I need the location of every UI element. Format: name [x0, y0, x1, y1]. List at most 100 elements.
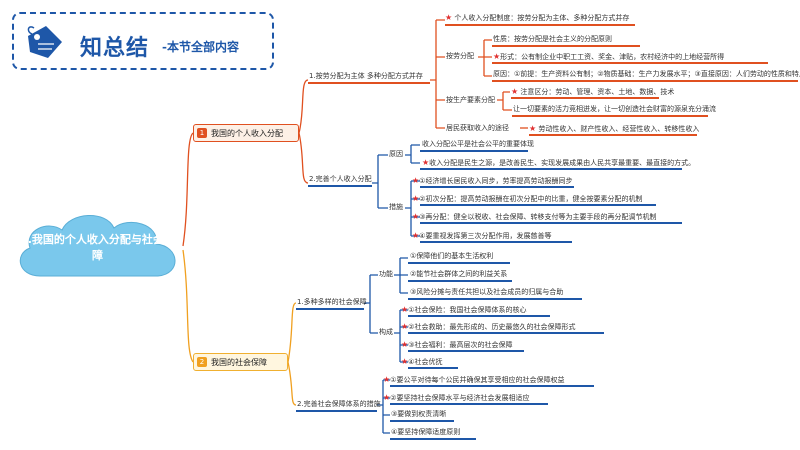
reason-b-row: ★收入分配是民生之源，是改善民生、实现发展成果由人民共享最重要、最直接的方式。 [422, 158, 695, 168]
measure-4-row: ★④要重视发挥第三次分配作用，发展慈善等 [412, 231, 551, 241]
node-number-badge: 2 [197, 357, 207, 367]
basic-system-text: 个人收入分配制度：按劳分配为主体、多种分配方式并存 [454, 14, 630, 22]
measure-3-text: ③再分配：健全以税收、社会保障、转移支付等为主要手段的再分配调节机制 [419, 213, 657, 221]
star-icon: ★ [401, 357, 409, 366]
underline [408, 315, 550, 317]
underline [408, 298, 582, 300]
security-section-1: 1.多种多样的社会保障 [297, 298, 367, 306]
node-number-badge: 1 [197, 128, 207, 138]
composition-1-row: ★①社会保险：我国社会保障体系的核心 [401, 305, 526, 315]
underline [390, 403, 548, 405]
underline [390, 385, 594, 387]
composition-4-row: ★④社会优抚 [401, 357, 442, 367]
by-labor-label: 按劳分配 [446, 52, 474, 60]
principle-2-row: ★②要坚持社会保障水平与经济社会发展相适应 [383, 393, 529, 403]
factors-aim-text: 让一切要素的活力竞相迸发，让一切创造社会财富的源泉充分涌流 [513, 105, 716, 113]
measure-2-text: ②初次分配：提高劳动报酬在初次分配中的比重，健全按要素分配的机制 [419, 195, 643, 203]
reason-b-text: 收入分配是民生之源，是改善民生、实现发展成果由人民共享最重要、最直接的方式。 [429, 159, 696, 167]
measure-2-row: ★②初次分配：提高劳动报酬在初次分配中的比重，健全按要素分配的机制 [412, 194, 642, 204]
form-text: 形式：公有制企业中职工工资、奖金、津贴，农村经济中的上地经营所得 [500, 53, 725, 61]
legal-income-row: ★ 劳动性收入、财产性收入、经营性收入、转移性收入 [529, 124, 699, 134]
underline [408, 332, 604, 334]
underline [390, 420, 454, 422]
underline [420, 150, 528, 152]
central-cloud [19, 215, 176, 277]
underline [420, 241, 572, 243]
measure-1-text: ①经济增长居民收入同步，劳率提高劳动报酬同步 [419, 177, 573, 185]
composition-1-text: ①社会保险：我国社会保障体系的核心 [408, 306, 527, 314]
legal-income-items: 劳动性收入、财产性收入、经营性收入、转移性收入 [538, 125, 700, 133]
function-2-text: ②能节社会群体之间的利益关系 [410, 270, 508, 278]
header-title: 知总结 [80, 35, 150, 61]
reason-a-text: 收入分配公平是社会公平的重要体现 [422, 140, 534, 148]
security-section-2: 2.完善社会保障体系的措施 [297, 400, 381, 408]
factors-note-text: 注意区分：劳动、管理、资本、土地、数据、技术 [520, 88, 675, 96]
node-label: 我国的社会保障 [211, 357, 267, 367]
principle-3-text: ③要做到权责清晰 [391, 410, 447, 418]
node-income-distribution[interactable]: 1 我国的个人收入分配 [193, 124, 299, 142]
form-row: ★形式：公有制企业中职工工资、奖金、津贴，农村经济中的上地经营所得 [493, 52, 724, 62]
income-section-1: 1.按劳分配为主体 多种分配方式并存 [309, 72, 423, 80]
star-icon: ★ [401, 322, 409, 331]
underline [308, 82, 430, 84]
composition-3-row: ★③社会福利：最高层次的社会保障 [401, 340, 512, 350]
composition-3-text: ③社会福利：最高层次的社会保障 [408, 341, 513, 349]
star-icon: ★ [529, 124, 537, 133]
star-icon: ★ [412, 194, 420, 203]
underline [492, 80, 798, 82]
underline [529, 134, 697, 136]
composition-2-text: ②社会救助：最先形成的、历史最悠久的社会保障形式 [408, 323, 576, 331]
node-label: 我国的个人收入分配 [211, 128, 283, 138]
central-topic: 4.我国的个人收入分配与社会保障 [20, 233, 175, 262]
reason-label: 原因 [389, 150, 403, 158]
star-icon: ★ [445, 13, 453, 22]
underline [408, 367, 458, 369]
star-icon: ★ [383, 393, 391, 402]
principle-1-text: ①要公平对待每个公民并确保其享受相应的社会保障权益 [390, 376, 565, 384]
factors-note-row: ★ 注意区分：劳动、管理、资本、土地、数据、技术 [511, 87, 674, 97]
underline [390, 438, 476, 440]
star-icon: ★ [401, 305, 409, 314]
measure-3-row: ★③再分配：健全以税收、社会保障、转移支付等为主要手段的再分配调节机制 [412, 212, 656, 222]
reasons-text: 原因：①前提：生产资料公有制；②物质基础：生产力发展水平；③直接原因：人们劳动的… [493, 70, 800, 78]
underline [296, 410, 377, 412]
underline [308, 185, 372, 187]
header-subtitle: -本节全部内容 [162, 40, 239, 54]
underline [492, 45, 640, 47]
underline [420, 204, 656, 206]
star-icon: ★ [412, 212, 420, 221]
underline [445, 24, 635, 26]
measures-label: 措施 [389, 203, 403, 211]
star-icon: ★ [412, 231, 420, 240]
principle-1-row: ★①要公平对待每个公民并确保其享受相应的社会保障权益 [383, 375, 564, 385]
function-1-text: ①保障他们的基本生活权利 [410, 252, 494, 260]
underline [420, 222, 682, 224]
function-3-text: ③风险分摊与责任共担以及社会成员的归属与合助 [410, 288, 564, 296]
legal-income-label: 居民获取收入的途径 [446, 124, 509, 132]
principle-4-text: ④要坚持保障适度原则 [391, 428, 461, 436]
principle-2-text: ②要坚持社会保障水平与经济社会发展相适应 [390, 394, 530, 402]
price-tag-icon [27, 26, 62, 58]
underline [408, 262, 510, 264]
star-icon: ★ [383, 375, 391, 384]
underline [511, 97, 659, 99]
node-social-security[interactable]: 2 我国的社会保障 [193, 353, 288, 371]
underline [420, 186, 574, 188]
composition-label: 构成 [379, 328, 393, 336]
nature-text: 性质：按劳分配是社会主义的分配原则 [493, 35, 612, 43]
star-icon: ★ [412, 176, 420, 185]
measure-4-text: ④要重视发挥第三次分配作用，发展慈善等 [419, 232, 552, 240]
star-icon: ★ [493, 52, 501, 61]
by-factors-label: 按生产要素分配 [446, 96, 495, 104]
underline [492, 62, 768, 64]
star-icon: ★ [511, 87, 519, 96]
basic-system-row: ★ 个人收入分配制度：按劳分配为主体、多种分配方式并存 [445, 13, 629, 23]
measure-1-row: ★①经济增长居民收入同步，劳率提高劳动报酬同步 [412, 176, 572, 186]
underline [296, 308, 364, 310]
header-card: 知总结 -本节全部内容 [12, 12, 274, 70]
income-section-2: 2.完善个人收入分配 [309, 175, 372, 183]
function-label: 功能 [379, 270, 393, 278]
underline [408, 350, 524, 352]
